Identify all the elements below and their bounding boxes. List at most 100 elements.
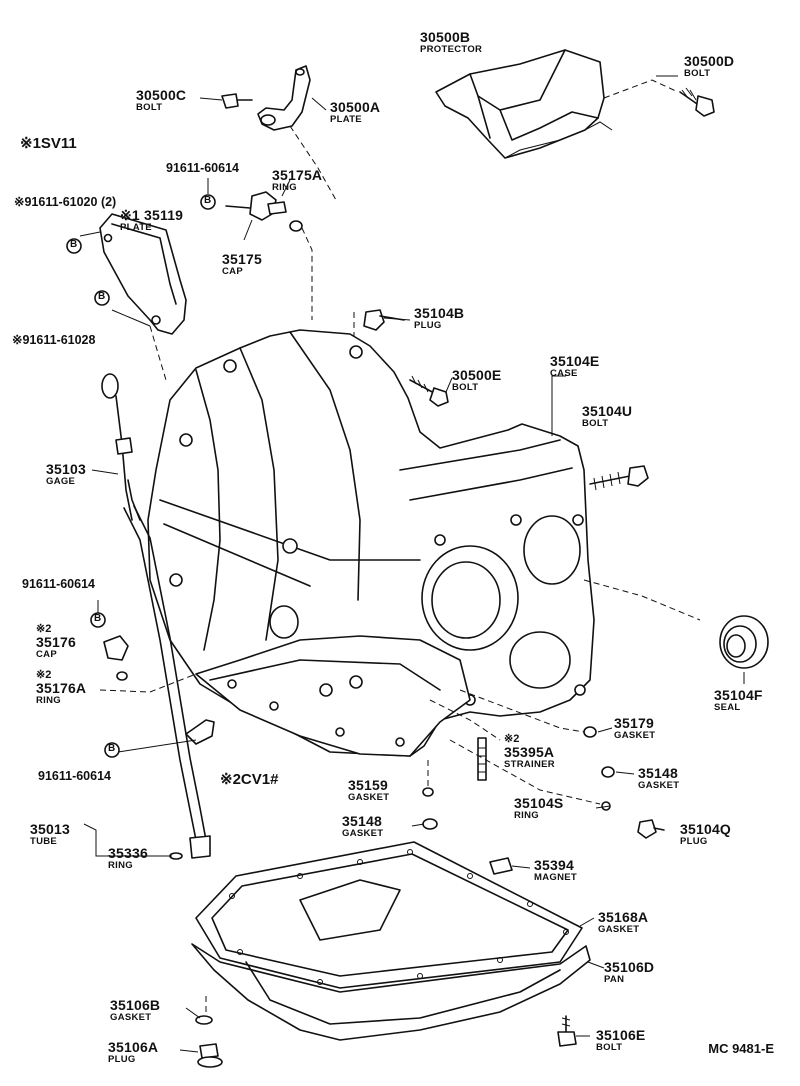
- part-name: RING: [36, 695, 61, 706]
- part-name: RING: [108, 860, 133, 871]
- part-number: 35179: [614, 715, 654, 731]
- label-35394: 35394 MAGNET: [534, 858, 577, 883]
- part-number: 35336: [108, 845, 148, 861]
- badge-b-3: B: [98, 291, 106, 302]
- part-number: 30500D: [684, 53, 735, 69]
- part-name: PLATE: [120, 222, 152, 233]
- part-name: BOLT: [596, 1042, 623, 1053]
- label-35336: 35336 RING: [108, 846, 148, 871]
- diagram-code: MC 9481-E: [708, 1041, 774, 1056]
- pan-gasket-35168a: [195, 841, 583, 989]
- plate-30500a: [221, 65, 337, 201]
- label-35175: 35175 CAP: [222, 252, 262, 277]
- label-35104b: 35104B PLUG: [414, 306, 464, 331]
- part-name: PLUG: [414, 320, 442, 331]
- part-name: MAGNET: [534, 872, 577, 883]
- label-35106e: 35106E BOLT: [596, 1028, 645, 1053]
- label-30500b: 30500B PROTECTOR: [420, 30, 482, 55]
- label-35106d: 35106D PAN: [604, 960, 654, 985]
- part-name: CAP: [36, 649, 57, 660]
- plate-35119: [99, 213, 187, 381]
- transmission-case: [147, 329, 701, 757]
- part-number: 35103: [46, 461, 86, 477]
- part-number: 30500A: [330, 99, 381, 115]
- bolt-35106e: [557, 1015, 577, 1047]
- gasket-35179: [583, 726, 597, 738]
- part-number: 35175: [222, 251, 262, 267]
- part-number: 35394: [534, 857, 574, 873]
- label-91611-61020: ※91611-61020 (2): [14, 195, 117, 209]
- label-30500d: 30500D BOLT: [684, 54, 734, 79]
- part-number: 35148: [342, 813, 382, 829]
- label-35104e: 35104E CASE: [550, 354, 599, 379]
- label-35175a: 35175A RING: [272, 168, 322, 193]
- label-35179: 35179 GASKET: [614, 716, 655, 741]
- part-number: 35104S: [514, 795, 564, 811]
- cap-35176: [99, 635, 197, 693]
- badge-b-2: B: [70, 239, 78, 250]
- label-35106a: 35106A PLUG: [108, 1040, 158, 1065]
- part-name: BOLT: [452, 382, 479, 393]
- label-35104f: 35104F SEAL: [714, 688, 763, 713]
- part-number: 35106A: [108, 1039, 159, 1055]
- leader-lines: [79, 75, 745, 1053]
- part-number: 35176: [36, 634, 76, 650]
- gasket-35159: [422, 787, 434, 797]
- label-35103: 35103 GAGE: [46, 462, 86, 487]
- part-number: 35104E: [550, 353, 600, 369]
- part-number: 35106B: [110, 997, 161, 1013]
- label-35159: 35159 GASKET: [348, 778, 389, 803]
- label-91611-60614-b: 91611-60614: [22, 577, 95, 591]
- part-name: GASKET: [342, 828, 384, 839]
- label-35176a: ※2 35176A RING: [36, 670, 86, 706]
- part-name: RING: [272, 182, 297, 193]
- bolt-35104u: [589, 465, 649, 491]
- part-name: GASKET: [110, 1012, 152, 1023]
- label-91611-60614-a: 91611-60614: [166, 161, 239, 175]
- part-number: 35104B: [414, 305, 465, 321]
- strainer-35395a: [429, 699, 501, 781]
- magnet-35394: [489, 857, 513, 875]
- badge-b-1: B: [204, 195, 212, 206]
- oil-tube: [123, 505, 215, 859]
- part-name: PLATE: [330, 114, 362, 125]
- variant-mark: ※2: [504, 733, 520, 745]
- part-number: 35395A: [504, 744, 555, 760]
- label-35148-b: 35148 GASKET: [342, 814, 383, 839]
- part-name: GASKET: [638, 780, 680, 791]
- variant-mark: ※2: [36, 623, 52, 635]
- gasket-35148-a: [601, 766, 615, 778]
- part-name: CASE: [550, 368, 578, 379]
- part-number: 30500C: [136, 87, 187, 103]
- label-91611-60614-c: 91611-60614: [38, 769, 111, 783]
- variant-label-2: ※2CV1#: [220, 771, 279, 788]
- part-name: GAGE: [46, 476, 76, 487]
- part-number: ※1 35119: [120, 207, 184, 223]
- part-name: GASKET: [614, 730, 656, 741]
- badge-b-5: B: [108, 743, 116, 754]
- part-name: CAP: [222, 266, 243, 277]
- part-name: PROTECTOR: [420, 44, 483, 55]
- label-91611-61028: ※91611-61028: [12, 333, 96, 347]
- part-name: PLUG: [680, 836, 708, 847]
- oil-pan-35106d: [191, 879, 591, 1041]
- part-name: GASKET: [598, 924, 640, 935]
- part-name: TUBE: [30, 836, 58, 847]
- part-number: 35106D: [604, 959, 655, 975]
- part-number: 35175A: [272, 167, 323, 183]
- part-name: BOLT: [136, 102, 163, 113]
- part-name: GASKET: [348, 792, 390, 803]
- bolt-30500d: [679, 87, 715, 117]
- oil-gage: [101, 373, 141, 521]
- part-name: PAN: [604, 974, 625, 985]
- part-number: 35148: [638, 765, 678, 781]
- part-number: 35168A: [598, 909, 649, 925]
- plug-35104q: [637, 819, 665, 839]
- part-name: RING: [514, 810, 539, 821]
- part-number: 30500E: [452, 367, 502, 383]
- part-number: 35106E: [596, 1027, 646, 1043]
- cap-35175: [225, 191, 313, 320]
- protector-part: [435, 49, 679, 159]
